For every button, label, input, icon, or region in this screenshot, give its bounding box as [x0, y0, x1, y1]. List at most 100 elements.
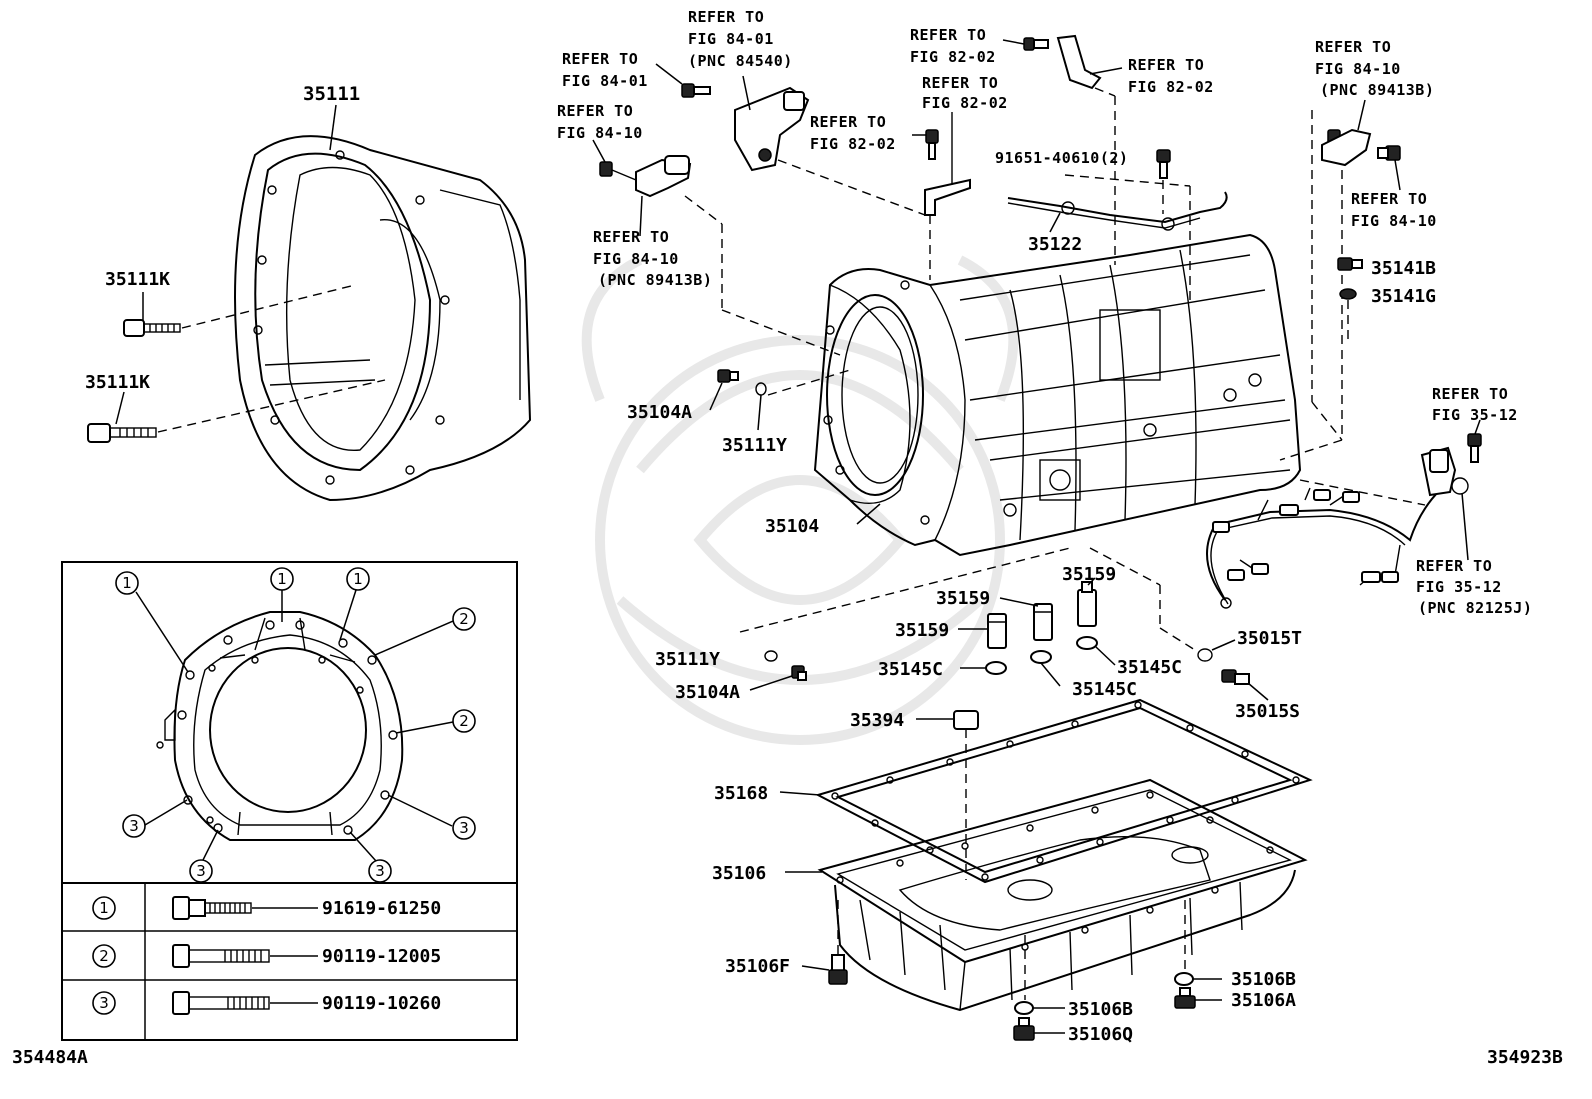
drain-plug-icon: [1174, 987, 1196, 1009]
refer-fig-84-10-pnc-89413b-right: REFER TO FIG 84-10 (PNC 89413B): [1315, 38, 1434, 99]
bolt-icon: [1467, 433, 1482, 463]
part-label-35168: 35168: [714, 783, 768, 804]
flange-bolt-holes: [156, 620, 398, 835]
speed-sensor-icon: [1321, 128, 1401, 167]
part-label-35111k-upper: 35111K: [105, 269, 170, 290]
part-label-35159-right: 35159: [1062, 564, 1116, 585]
callout-3: 3: [129, 817, 139, 835]
part-label-35106a: 35106A: [1231, 990, 1296, 1011]
bolt-icon: [172, 944, 318, 968]
plug-icon: [717, 369, 739, 383]
sleeve-icon: [1033, 603, 1053, 641]
refer-fig-82-02-a: REFER TO FIG 82-02: [810, 113, 896, 153]
bolt-icon: [1023, 37, 1049, 51]
bolt-pattern-inset: 1 1 1 2 2 3 3 3 3: [61, 561, 518, 1041]
part-label-35111y-upper: 35111Y: [722, 435, 787, 456]
plug-icon: [791, 665, 807, 681]
part-label-35106q: 35106Q: [1068, 1024, 1133, 1045]
bolt-icon: [1337, 257, 1363, 271]
legend-index: 3: [99, 994, 109, 1012]
gasket-icon: [1076, 636, 1098, 650]
legend-row-3: 3 90119-10260: [92, 991, 441, 1015]
part-label-35111: 35111: [303, 83, 360, 105]
refer-fig-82-02-d: REFER TO FIG 82-02: [1128, 56, 1214, 96]
sleeve-icon: [987, 613, 1007, 649]
gasket-icon: [985, 661, 1007, 675]
refer-fig-84-10-right: REFER TO FIG 84-10: [1351, 190, 1437, 230]
part-label-35141b: 35141B: [1371, 258, 1436, 279]
callout-1: 1: [353, 570, 363, 588]
refer-fig-35-12: REFER TO FIG 35-12: [1432, 385, 1518, 424]
refer-fig-82-02-c: REFER TO FIG 82-02: [910, 26, 996, 66]
bolt-icon: [172, 896, 318, 920]
part-label-35015s: 35015S: [1235, 701, 1300, 722]
callout-2: 2: [459, 712, 469, 730]
oil-pan-35106: [817, 778, 1308, 1012]
part-label-35145c-bottom: 35145C: [1072, 679, 1137, 700]
figure-code-left: 354484A: [12, 1047, 88, 1068]
neutral-start-switch-icon: [734, 86, 810, 172]
legend-part-number: 91619-61250: [322, 898, 441, 919]
pan-bolt-icon: [828, 954, 848, 985]
part-label-35106b-right: 35106B: [1231, 969, 1296, 990]
oring-icon: [1197, 648, 1213, 662]
washer-icon: [1339, 288, 1357, 300]
housing-bolt-icon: [123, 284, 356, 337]
transmission-case-35104: [813, 233, 1302, 557]
wire-harness-icon: [1206, 446, 1469, 609]
bracket-icon: [1056, 34, 1102, 90]
gasket-icon: [1030, 650, 1052, 664]
part-label-35104: 35104: [765, 516, 819, 537]
drain-gasket-icon: [1014, 1001, 1034, 1015]
part-label-35106b-left: 35106B: [1068, 999, 1133, 1020]
part-label-35394: 35394: [850, 710, 904, 731]
legend-row-1: 1 91619-61250: [92, 896, 441, 920]
bolt-icon: [925, 129, 939, 160]
part-label-35111y-lower: 35111Y: [655, 649, 720, 670]
part-label-35159-mid: 35159: [936, 588, 990, 609]
part-label-35104a-upper: 35104A: [627, 402, 692, 423]
oil-tube-icon: [1007, 191, 1228, 231]
refer-fig-84-10-pnc-89413b-left: REFER TO FIG 84-10 (PNC 89413B): [593, 228, 712, 289]
refer-fig-84-01: REFER TO FIG 84-01: [562, 50, 648, 90]
figure-code-right: 354923B: [1487, 1047, 1563, 1068]
legend-part-number: 90119-10260: [322, 993, 441, 1014]
refer-fig-84-10-left: REFER TO FIG 84-10: [557, 102, 643, 142]
part-label-35111k-lower: 35111K: [85, 372, 150, 393]
legend-row-2: 2 90119-12005: [92, 944, 441, 968]
part-label-91651-40610-2: 91651-40610(2): [995, 149, 1128, 167]
refer-fig-82-02-b: REFER TO FIG 82-02: [922, 74, 1008, 112]
refer-fig-35-12-pnc-82125j: REFER TO FIG 35-12 (PNC 82125J): [1416, 557, 1532, 617]
part-label-35159-left: 35159: [895, 620, 949, 641]
sleeve-icon: [1077, 581, 1097, 627]
magnet-icon: [953, 710, 979, 730]
part-label-35106f: 35106F: [725, 956, 790, 977]
part-label-35145c-left: 35145C: [878, 659, 943, 680]
bolt-icon: [1156, 149, 1171, 179]
legend-index: 2: [99, 947, 109, 965]
bracket-icon: [924, 112, 971, 216]
part-label-35145c-right: 35145C: [1117, 657, 1182, 678]
part-label-35106: 35106: [712, 863, 766, 884]
drain-gasket-icon: [1174, 972, 1194, 986]
callout-3: 3: [459, 819, 469, 837]
part-label-35141g: 35141G: [1371, 286, 1436, 307]
callout-1: 1: [122, 574, 132, 592]
bolt-icon: [681, 83, 711, 98]
legend-part-number: 90119-12005: [322, 946, 441, 967]
part-label-35015t: 35015T: [1237, 628, 1302, 649]
part-label-35122: 35122: [1028, 234, 1082, 255]
oring-icon: [764, 650, 778, 662]
legend-index: 1: [99, 899, 109, 917]
callout-3: 3: [375, 862, 385, 880]
callout-3: 3: [196, 862, 206, 880]
part-label-35104a-lower: 35104A: [675, 682, 740, 703]
callout-2: 2: [459, 610, 469, 628]
drain-plug-icon: [1013, 1017, 1035, 1041]
refer-fig-84-01-pnc-84540: REFER TO FIG 84-01 (PNC 84540): [688, 8, 793, 70]
bell-housing-35111: [234, 135, 532, 502]
speed-sensor-icon: [599, 155, 692, 198]
callout-1: 1: [277, 570, 287, 588]
temperature-sensor-icon: [1221, 669, 1250, 685]
